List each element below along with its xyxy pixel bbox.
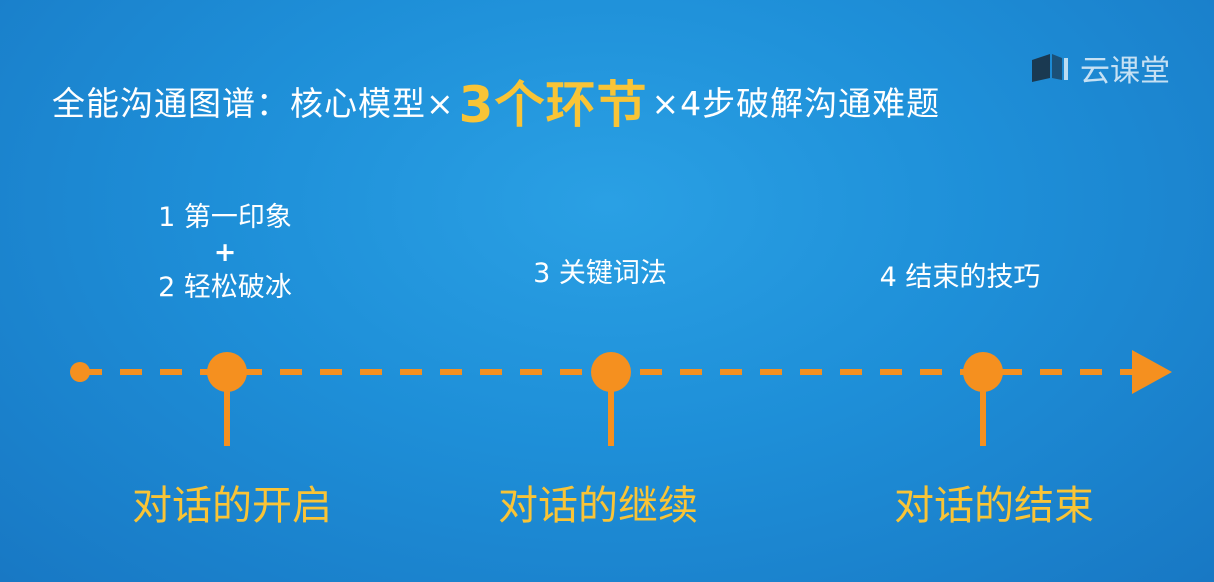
timeline-start-dot <box>70 362 90 382</box>
step-label-ending: 4 结束的技巧 <box>855 256 1065 300</box>
stage-ending: 对话的结束 <box>894 483 1094 529</box>
step-ice-breaking: 2 轻松破冰 <box>158 272 292 303</box>
stage-continuing: 对话的继续 <box>498 483 698 529</box>
watermark-brand: 云课堂 <box>1080 54 1170 89</box>
headline: 全能沟通图谱：核心模型× 3个环节 ×4步破解沟通难题 <box>52 66 940 136</box>
step-label-opening: 1 第一印象 + 2 轻松破冰 <box>120 196 330 310</box>
node-ending <box>963 352 1003 392</box>
node-opening <box>207 352 247 392</box>
step-plus: + <box>213 237 237 268</box>
headline-part1: 全能沟通图谱：核心模型× <box>52 84 455 123</box>
step-label-keyword: 3 关键词法 <box>500 252 700 296</box>
headline-part2: ×4步破解沟通难题 <box>651 84 941 123</box>
timeline-arrow-icon <box>1132 350 1172 394</box>
step-ending-skills: 4 结束的技巧 <box>879 262 1041 293</box>
headline-highlight: 3个环节 <box>458 76 648 134</box>
book-icon <box>1032 54 1068 82</box>
watermark: 云课堂 <box>1030 48 1170 89</box>
step-first-impression: 1 第一印象 <box>158 202 292 233</box>
step-keyword-method: 3 关键词法 <box>533 258 667 289</box>
stage-opening: 对话的开启 <box>132 483 332 529</box>
node-continuing <box>591 352 631 392</box>
